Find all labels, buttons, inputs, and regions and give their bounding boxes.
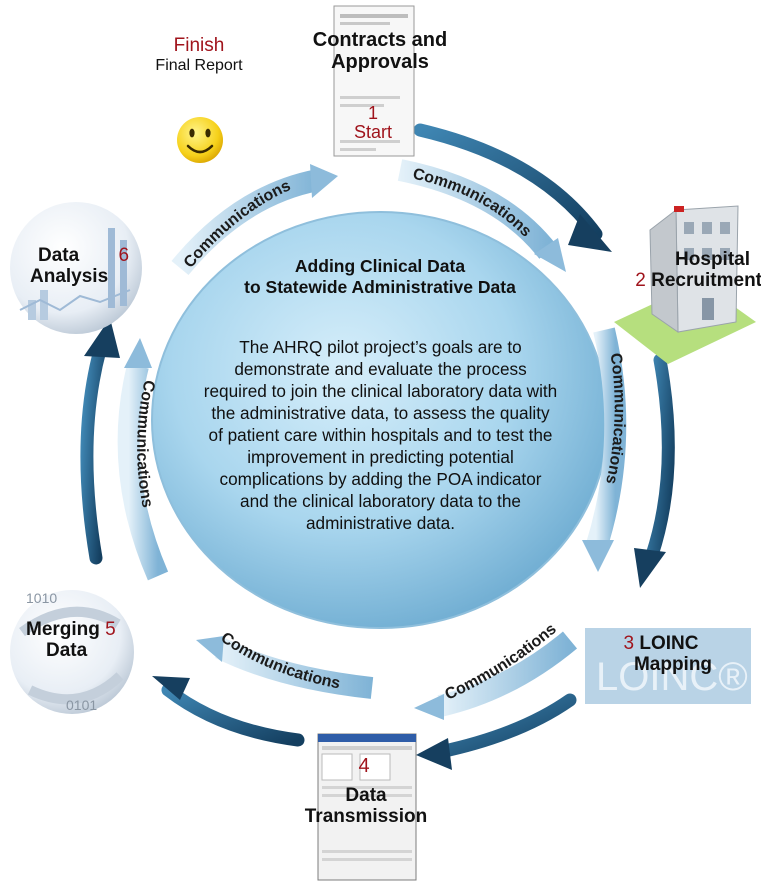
center-body-line: required to join the clinical laboratory… xyxy=(203,381,558,402)
step-3-number: 3 xyxy=(623,633,635,654)
center-body-line: of patient care within hospitals and to … xyxy=(208,425,553,446)
step-4-line2: Transmission xyxy=(304,805,428,827)
software-window-icon xyxy=(317,733,417,881)
step-1-start: Start xyxy=(353,122,392,143)
step-1-line1: Contracts and xyxy=(312,29,448,51)
arrow-merging-to-analysis xyxy=(80,343,107,565)
finish-word: Finish xyxy=(173,35,225,56)
binary-digits-top: 1010 xyxy=(26,590,57,606)
communications-arrows xyxy=(117,159,627,720)
arrowhead-loinc xyxy=(634,548,666,588)
center-title-line1: Adding Clinical Data xyxy=(294,256,466,276)
center-body: The AHRQ pilot project’s goals are to de… xyxy=(168,336,593,534)
outer-cycle-arrows xyxy=(80,123,675,770)
arrowhead-merging xyxy=(152,676,190,700)
center-title-line2: to Statewide Administrative Data xyxy=(244,277,516,297)
step-3-line2: Mapping xyxy=(633,653,713,675)
center-body-line: improvement in predicting potential xyxy=(247,447,514,468)
binary-data-swirl-icon: 1010 0101 xyxy=(10,590,134,714)
center-body-line: complications by adding the POA indicato… xyxy=(219,469,542,490)
step-1-line2: Approvals xyxy=(331,50,429,73)
step-4-line1: Data xyxy=(345,785,387,806)
contract-document-icon xyxy=(333,5,415,157)
bar-chart-icon xyxy=(10,202,142,334)
arrowhead-transmission xyxy=(416,738,452,770)
arrow-loinc-to-transmission xyxy=(433,693,577,759)
step-2-line1: Hospital xyxy=(675,249,750,270)
arrow-hospital-to-loinc xyxy=(645,353,675,562)
step-6-line2: Analysis xyxy=(30,265,109,287)
step-5-line2: Data xyxy=(46,639,88,661)
hospital-building-icon xyxy=(614,205,756,364)
smiley-face-icon xyxy=(177,117,223,163)
center-body-line: demonstrate and evaluate the process xyxy=(234,359,527,380)
step-2-number: 2 xyxy=(635,269,646,291)
step-6-number: 6 xyxy=(118,245,130,266)
center-body-line: administrative data. xyxy=(305,513,456,534)
binary-digits-bottom: 0101 xyxy=(66,697,97,713)
step-6-label: Data 6 Analysis xyxy=(30,245,150,287)
arrowhead-hospital xyxy=(568,214,612,252)
step-1-number: 1 Start xyxy=(350,103,396,143)
center-body-line: and the clinical laboratory data to the xyxy=(240,491,521,512)
step-1-label: Contracts and Approvals xyxy=(300,29,460,73)
step-3-line1: LOINC xyxy=(639,633,699,654)
step-5-number: 5 xyxy=(105,619,116,640)
center-title: Adding Clinical Data to Statewide Admini… xyxy=(240,256,520,298)
step-5-label: Merging 5 Data xyxy=(26,619,146,661)
loinc-panel: LOINC® xyxy=(585,628,751,704)
arrow-transmission-to-merging xyxy=(161,683,305,747)
step-3-label: 3 LOINC Mapping xyxy=(596,633,726,675)
center-body-line: the administrative data, to assess the q… xyxy=(211,403,550,424)
step-6-line1: Data xyxy=(38,245,80,266)
step-4-label: Data Transmission xyxy=(296,785,436,827)
step-2-line2: Recruitment xyxy=(651,269,761,291)
finish-label: Finish Final Report xyxy=(134,35,264,74)
step-2-label: Hospital 2 Recruitment xyxy=(612,249,761,291)
step-5-line1: Merging xyxy=(26,619,100,640)
step-4-number: 4 xyxy=(358,755,370,777)
center-body-line: The AHRQ pilot project’s goals are to xyxy=(239,337,522,357)
loinc-watermark: LOINC® xyxy=(596,655,748,699)
arrowhead-analysis xyxy=(84,318,120,358)
finish-report: Final Report xyxy=(155,56,243,74)
